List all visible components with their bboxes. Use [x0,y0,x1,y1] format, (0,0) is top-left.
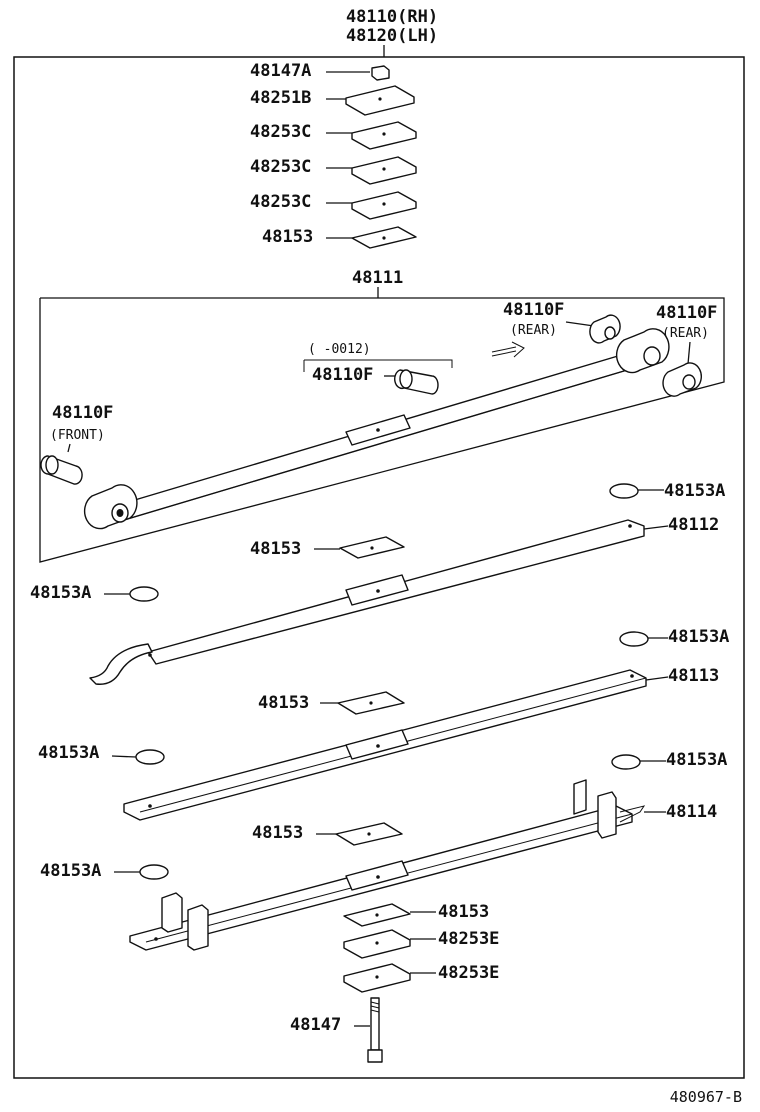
label-48153-1: 48153 [250,539,301,559]
part-48153-4: 48153 [343,902,489,927]
part-48147: 48147 [290,997,383,1063]
label-48147A: 48147A [250,61,311,81]
label-48153-top: 48153 [262,227,313,247]
part-48253E-1: 48253E [343,929,499,959]
label-48153A-5: 48153A [666,750,727,770]
nut-icon [371,65,390,81]
label-rear-1: (REAR) [510,323,557,338]
label-48110F-mid: 48110F [312,365,373,385]
label-48253E-2: 48253E [438,963,499,983]
label-rear-2: (REAR) [662,326,709,341]
disc-icon [139,864,169,880]
label-48112: 48112 [668,515,719,535]
assembly-number-rh: 48110(RH) [346,7,438,27]
label-serial-range: ( -0012) [308,342,371,357]
label-48153-2: 48153 [258,693,309,713]
disc-icon [609,483,639,499]
bushing-icon [589,314,621,344]
label-48253C-1: 48253C [250,122,311,142]
leaf-hook-icon [89,643,153,685]
main-leaf-48111 [83,328,670,530]
bushing-48110F-mid: ( -0012) 48110F [303,342,453,395]
disc-icon [611,754,641,770]
outer-frame [13,56,745,1079]
bushing-48110F-front: 48110F (FRONT) [40,403,113,485]
label-front: (FRONT) [50,428,105,443]
label-48110F-rear-1: 48110F [503,300,564,320]
label-48110F-front: 48110F [52,403,113,423]
leaf-48112: 48112 [89,515,719,685]
label-48111: 48111 [352,268,403,288]
label-48110F-rear-2: 48110F [656,303,717,323]
diagram-code: 480967-B [670,1088,742,1106]
bushing-48110F-rear-2: 48110F (REAR) [656,303,717,397]
label-48153A-1: 48153A [664,481,725,501]
part-48153-1: 48153 [250,536,405,559]
part-48153A-3: 48153A [619,627,729,647]
label-48153-3: 48153 [252,823,303,843]
clip-icon [597,791,617,839]
part-48153-3: 48153 [252,822,403,846]
label-48113: 48113 [668,666,719,686]
part-48253E-2: 48253E [343,963,499,993]
clip-icon [161,892,183,933]
part-48153A-4: 48153A [38,743,165,765]
part-48253C-3: 48253C [250,191,417,220]
assembly-number-lh: 48120(LH) [346,26,438,46]
disc-icon [135,749,165,765]
part-48153-2: 48153 [258,691,405,715]
main-leaf-box [39,297,725,563]
label-48147: 48147 [290,1015,341,1035]
label-48153A-6: 48153A [40,861,101,881]
arrow-icon [491,341,525,358]
bolt-head-icon [367,1049,383,1063]
clip-icon [573,779,587,815]
front-eye-icon [83,484,138,530]
part-48153A-2: 48153A [30,583,159,603]
leaf-48114: 48114 [129,779,717,951]
part-48253C-1: 48253C [250,121,417,150]
label-48114: 48114 [666,802,717,822]
part-48153A-1: 48153A [609,481,725,501]
part-48153A-5: 48153A [611,750,727,770]
part-48253C-2: 48253C [250,156,417,185]
label-48251B: 48251B [250,88,311,108]
label-48253C-3: 48253C [250,192,311,212]
disc-icon [619,631,649,647]
part-48153A-6: 48153A [40,861,169,881]
bushing-icon [662,362,702,397]
part-48251B: 48251B [250,85,415,116]
label-48153-4: 48153 [438,902,489,922]
label-48253E-1: 48253E [438,929,499,949]
disc-icon [129,586,159,602]
leaf-48113: 48113 [123,666,719,821]
part-48153-top: 48153 [262,226,417,249]
label-48153A-3: 48153A [668,627,729,647]
part-48147A: 48147A [250,61,390,81]
bushing-48110F-rear-1: 48110F (REAR) [503,300,621,344]
label-48153A-4: 48153A [38,743,99,763]
clip-icon [187,904,209,951]
label-48153A-2: 48153A [30,583,91,603]
label-48253C-2: 48253C [250,157,311,177]
